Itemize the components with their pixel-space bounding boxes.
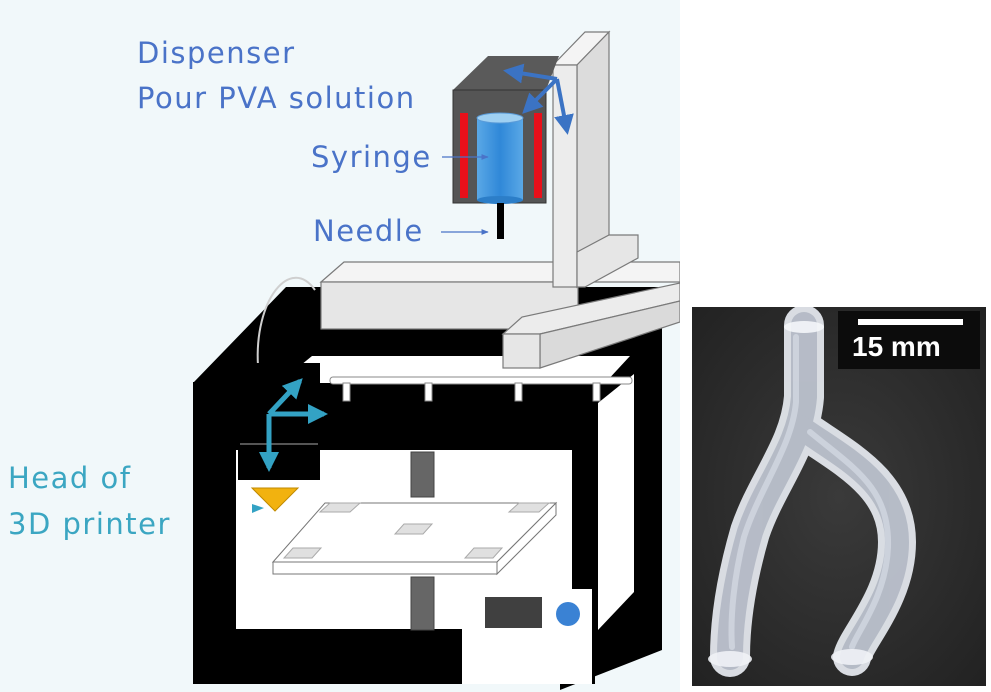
- z-rod-lower: [410, 576, 435, 631]
- label-3d-printer: 3D printer: [8, 507, 171, 541]
- print-head-block: [238, 363, 320, 480]
- scale-label: 15 mm: [852, 331, 941, 362]
- display-screen: [485, 597, 542, 628]
- filament-tube: [256, 276, 316, 367]
- printer-diagram-panel: Dispenser Pour PVA solution Syringe Need…: [0, 0, 680, 692]
- scale-bar: [858, 319, 963, 325]
- dispenser-axis-arrows-icon: [503, 63, 574, 135]
- label-syringe: Syringe: [311, 140, 432, 174]
- heater-right: [534, 113, 542, 198]
- label-head-of: Head of: [8, 461, 132, 495]
- z-rod-upper: [410, 451, 435, 498]
- nozzle-icon: [250, 487, 300, 512]
- scale-bar-box: 15 mm: [838, 311, 980, 369]
- heater-left: [460, 113, 468, 198]
- printed-vessel-image: [692, 307, 986, 686]
- gantry-arm: [319, 30, 680, 369]
- vessel-photo: 15 mm: [692, 307, 986, 686]
- head-axis-arrows-icon: [259, 378, 328, 472]
- syringe-icon: [476, 112, 524, 204]
- dispenser-unit: [452, 56, 574, 239]
- build-plate: [271, 501, 558, 576]
- label-needle: Needle: [313, 214, 424, 248]
- needle-icon: [497, 203, 504, 239]
- control-knob: [556, 602, 580, 626]
- label-dispenser: Dispenser: [137, 36, 296, 70]
- printer-diagram: [193, 30, 680, 690]
- gantry-rail: [329, 376, 633, 402]
- label-pour-pva: Pour PVA solution: [137, 81, 416, 115]
